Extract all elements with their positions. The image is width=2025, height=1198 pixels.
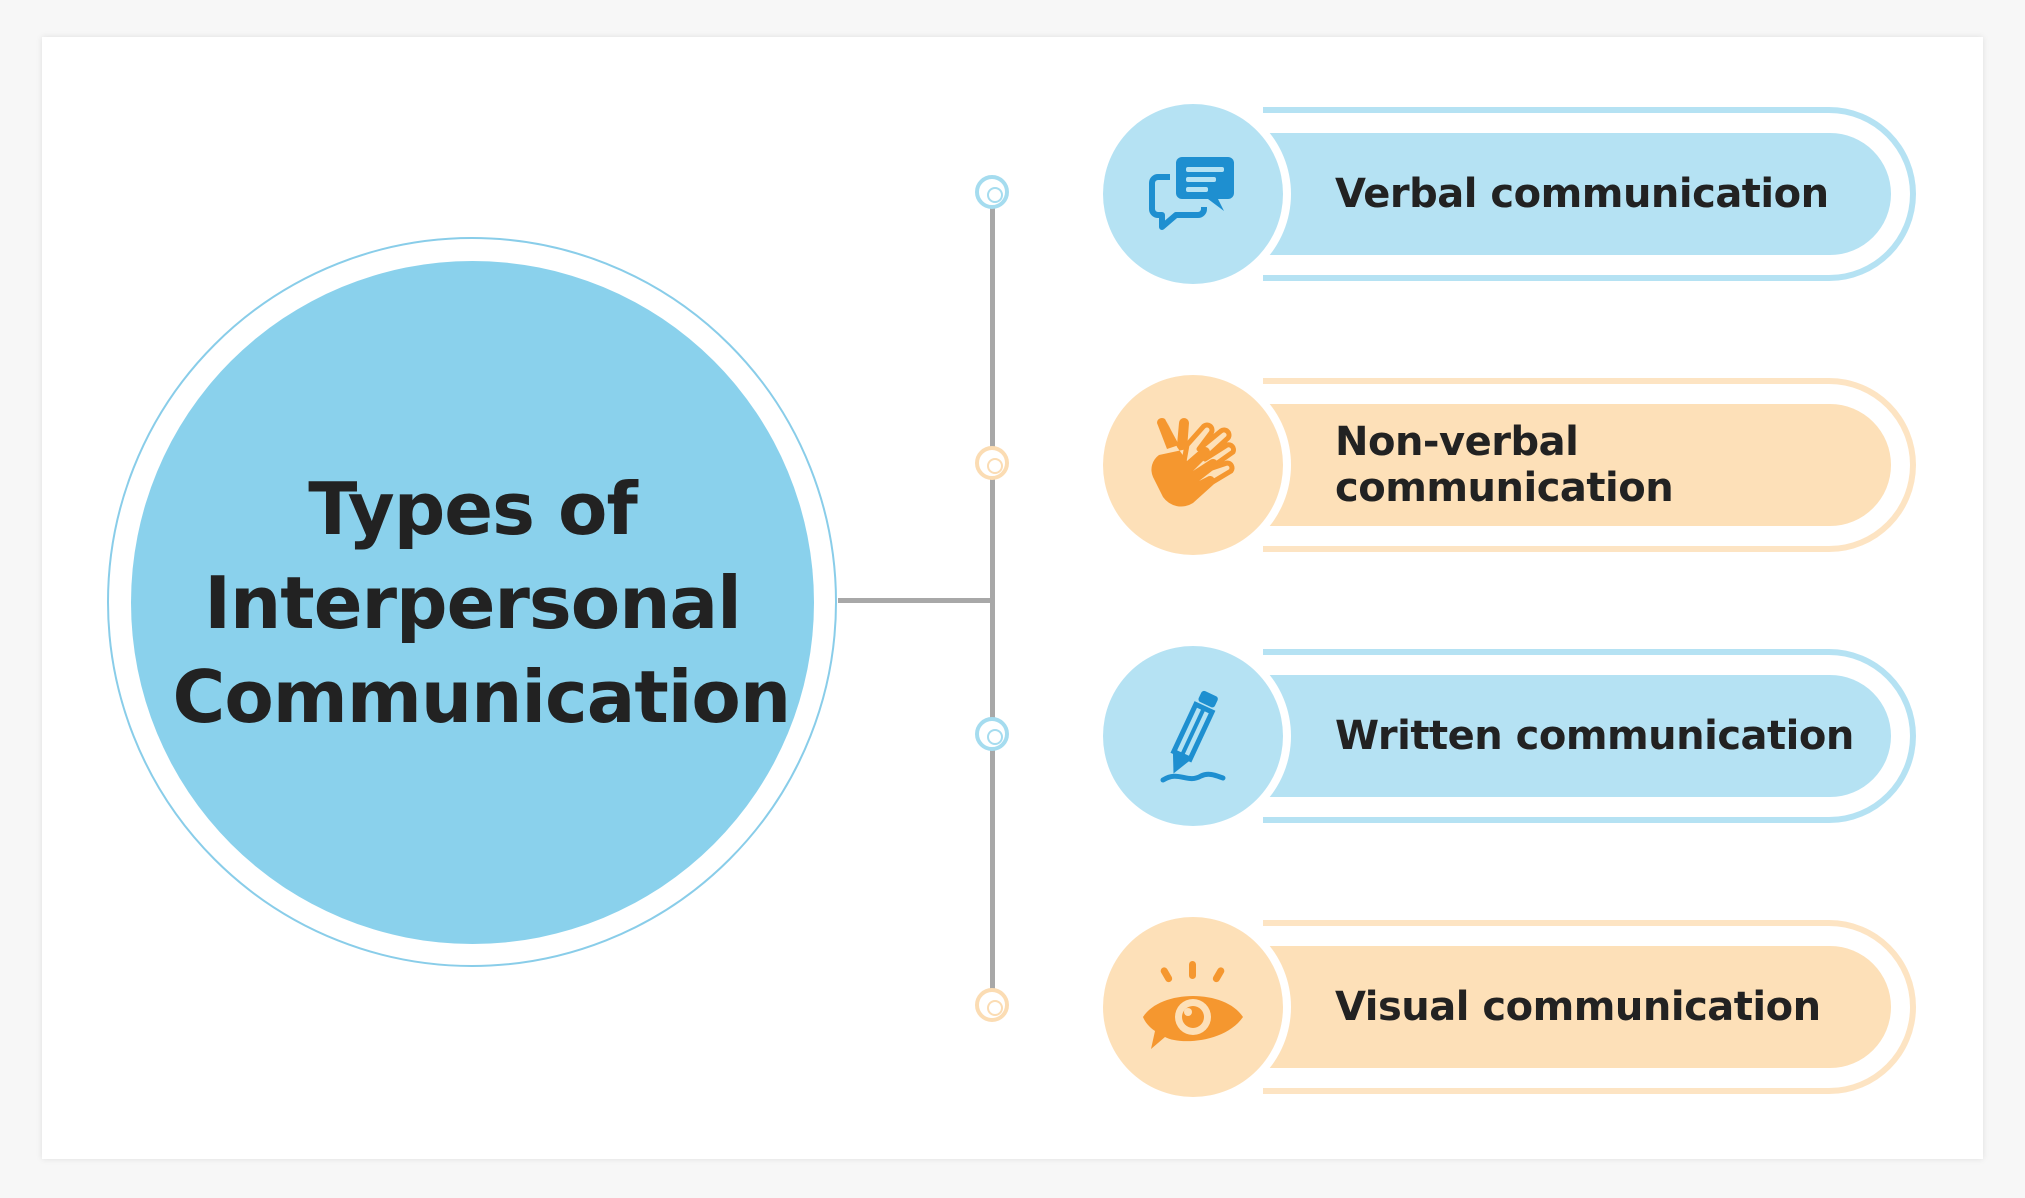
hub-title-line-3: Communication [172,654,792,739]
hub-circle: Types of Interpersonal Communication [131,261,814,944]
item-non-verbal-communication: Non-verbal communication [1095,367,1918,563]
item-verbal-communication: Verbal communication [1095,96,1918,292]
item-label: Non-verbal communication [1335,419,1674,511]
hub-title-line-1: Types of [308,466,638,551]
hub-connector-line [838,598,995,603]
pen-writing-icon [1103,646,1283,826]
vertical-spine-line [990,192,995,1008]
pill [1263,946,1891,1068]
item-label: Written communication [1335,713,1854,759]
sign-language-hands-icon [1103,375,1283,555]
chat-bubbles-icon [1103,104,1283,284]
item-label: Verbal communication [1335,171,1829,217]
item-written-communication: Written communication [1095,638,1918,834]
timeline-node-visual [975,988,1009,1022]
pill [1263,675,1891,797]
hub-title-line-2: Interpersonal [204,560,742,645]
item-visual-communication: Visual communication [1095,909,1918,1105]
pill [1263,404,1891,526]
timeline-node-non-verbal [975,446,1009,480]
eye-icon [1103,917,1283,1097]
timeline-node-written [975,717,1009,751]
pill [1263,133,1891,255]
item-label: Visual communication [1335,984,1821,1030]
hub-title: Types of Interpersonal Communication [172,462,792,744]
timeline-node-verbal [975,175,1009,209]
